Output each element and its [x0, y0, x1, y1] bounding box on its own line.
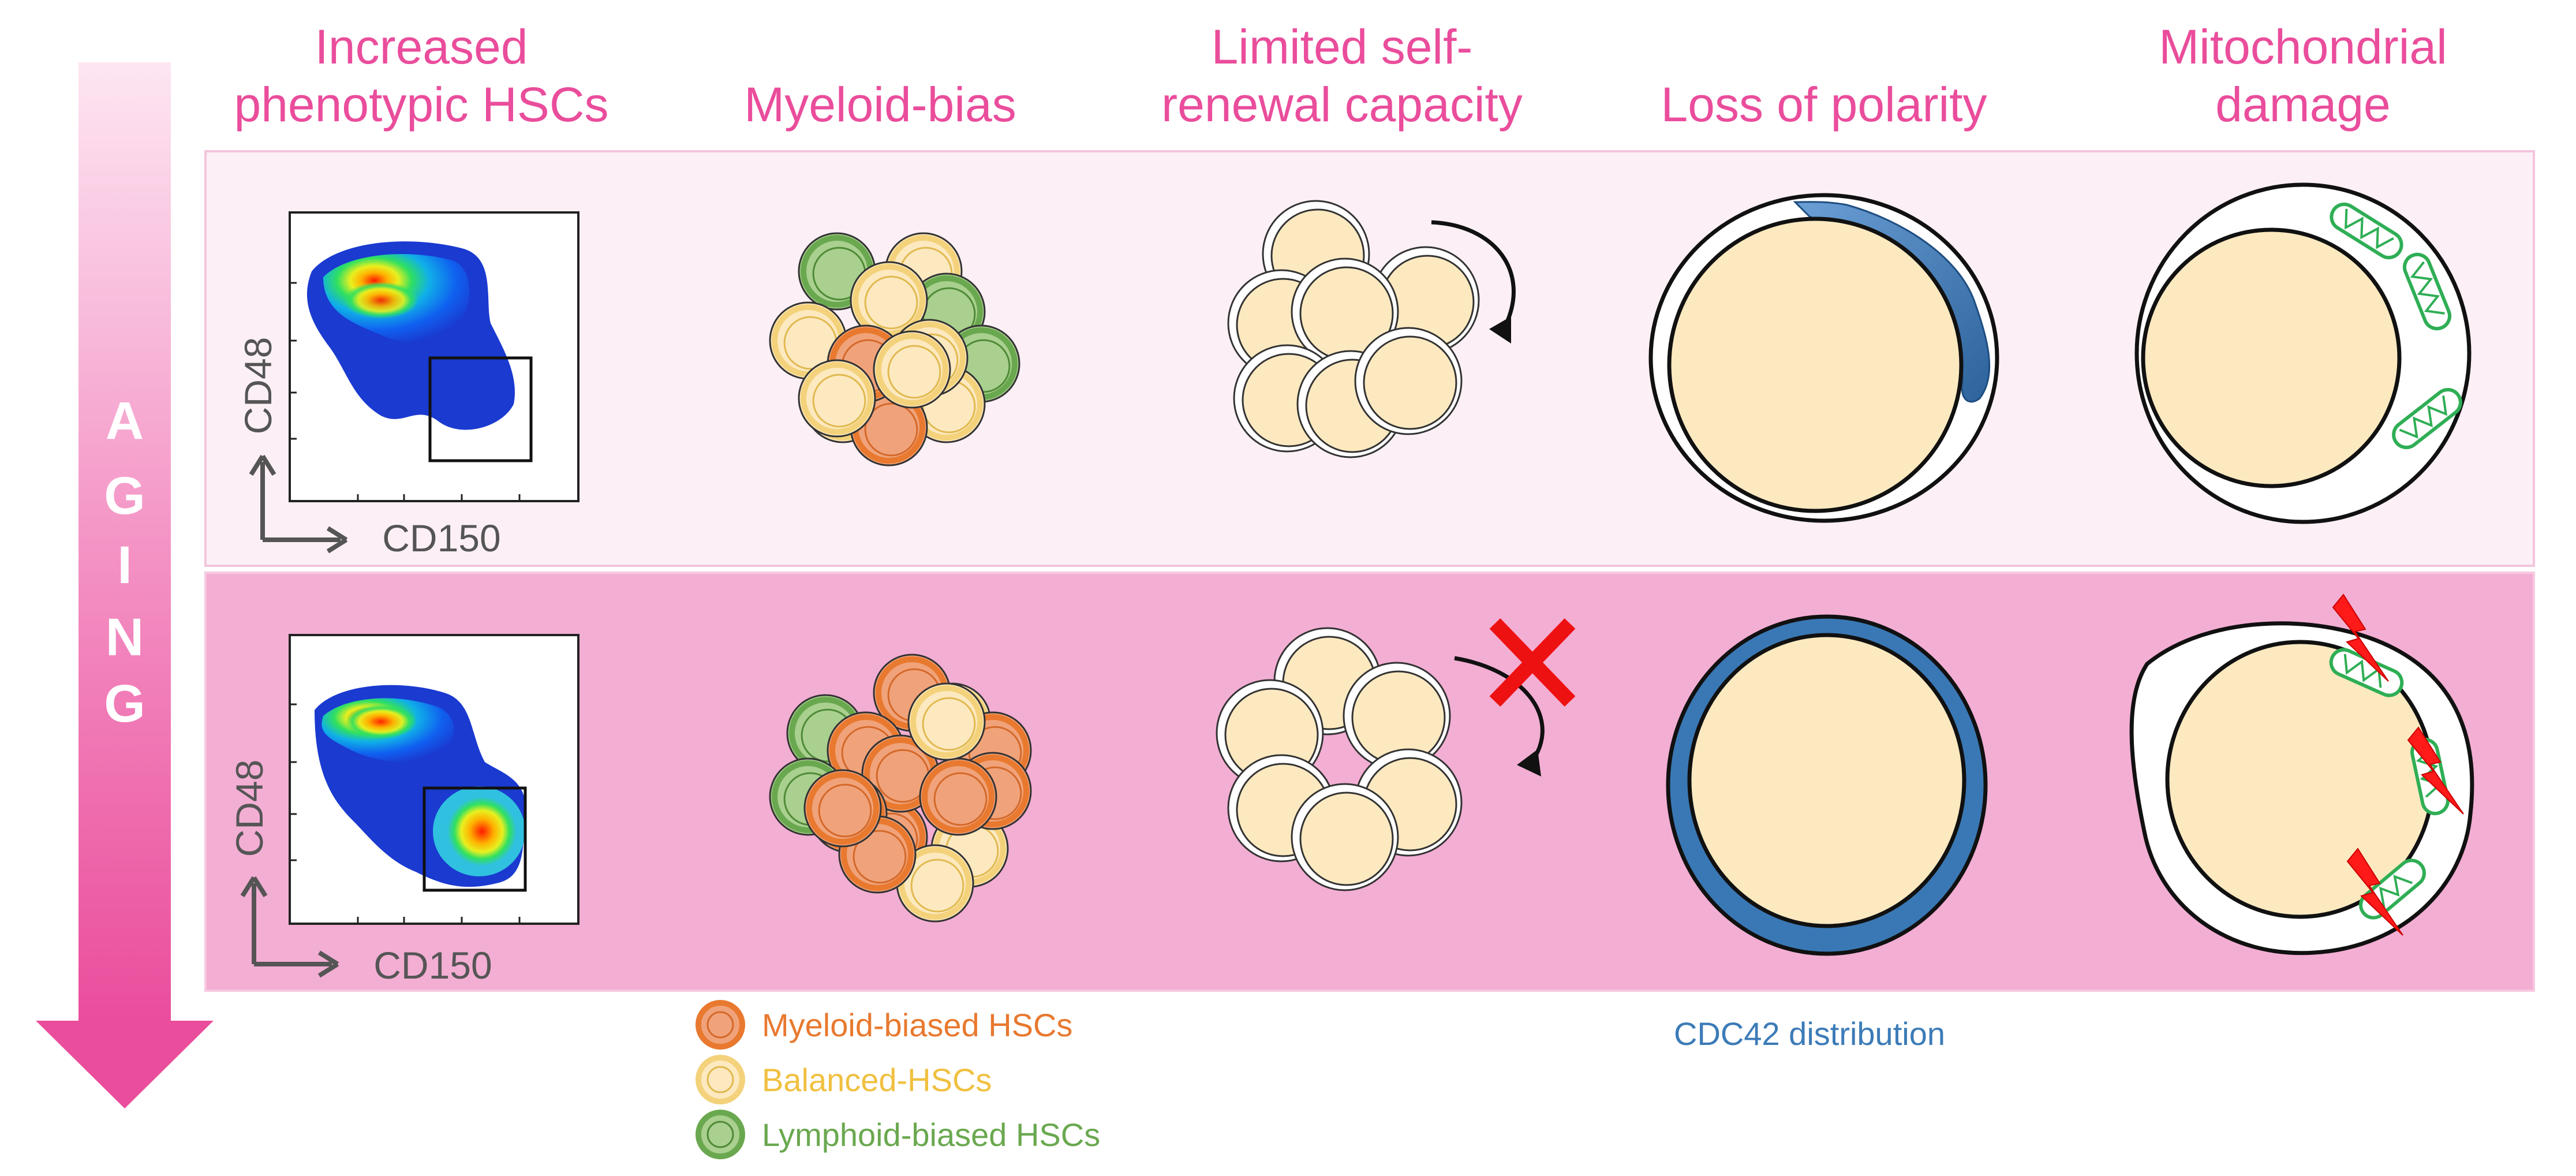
legend-lymphoid-label: Lymphoid-biased HSCs — [762, 1117, 1100, 1153]
polar-cell-young — [1648, 193, 1999, 523]
hsc-cell — [1291, 257, 1399, 366]
hsc-cell — [1371, 246, 1480, 354]
cdc42-label: CDC42 distribution — [1674, 1016, 1945, 1052]
legend: Myeloid-biased HSCs Balanced-HSCs Lympho… — [696, 1000, 1100, 1159]
legend-balanced: Balanced-HSCs — [696, 1055, 992, 1104]
hsc-cell — [907, 682, 986, 761]
hsc-cell — [896, 844, 974, 923]
aging-arrow — [36, 62, 214, 1108]
damage-bolt — [2407, 726, 2464, 815]
legend-balanced-label: Balanced-HSCs — [762, 1062, 992, 1098]
flow-plot-young: CD48 CD150 — [237, 211, 579, 559]
aging-letter: G — [104, 674, 145, 733]
mito-cell-aged — [2129, 621, 2474, 955]
header-myeloid-bias: Myeloid-bias — [744, 77, 1016, 132]
self-renewal-cells-aged — [1216, 627, 1463, 891]
header-increased-hscs-line1: Increased — [315, 20, 528, 74]
mitochondrion — [2330, 202, 2403, 260]
header-mitochondrial-line1: Mitochondrial — [2159, 20, 2447, 74]
legend-myeloid: Myeloid-biased HSCs — [696, 1000, 1072, 1050]
flow-ylabel-aged: CD48 — [228, 760, 271, 857]
legend-myeloid-label: Myeloid-biased HSCs — [762, 1007, 1072, 1043]
cycle-arrow-young — [1431, 220, 1516, 344]
hsc-cell — [1343, 662, 1451, 770]
flow-xlabel-aged: CD150 — [373, 944, 492, 987]
hsc-cell — [850, 261, 928, 339]
legend-lymphoid: Lymphoid-biased HSCs — [696, 1110, 1100, 1159]
aging-label: A G I N G — [104, 391, 145, 733]
damage-bolt — [2332, 593, 2389, 682]
hsc-cell — [769, 301, 847, 380]
cycle-arrow-aged — [1454, 656, 1545, 776]
mitochondrion — [2402, 252, 2452, 331]
hsc-cell — [803, 769, 882, 848]
polar-cell-aged — [1666, 614, 1988, 956]
header-loss-of-polarity: Loss of polarity — [1661, 77, 1987, 132]
aging-letter: N — [106, 608, 144, 667]
header-increased-hscs-line2: phenotypic HSCs — [234, 77, 609, 132]
hsc-cluster-young — [769, 232, 1020, 466]
mitochondria-young — [2330, 202, 2462, 450]
header-self-renewal-line1: Limited self- — [1212, 20, 1473, 74]
hsc-cell — [1354, 327, 1463, 435]
column-headers: Increased phenotypic HSCs Myeloid-bias L… — [234, 20, 2447, 132]
header-mitochondrial-line2: damage — [2215, 77, 2391, 132]
aging-letter: A — [106, 391, 144, 450]
flow-xlabel-young: CD150 — [382, 517, 500, 559]
flow-ylabel-young: CD48 — [237, 337, 279, 435]
hsc-cell — [873, 330, 951, 409]
aging-letter: G — [104, 466, 145, 525]
header-self-renewal-line2: renewal capacity — [1161, 77, 1523, 132]
aging-letter: I — [117, 536, 132, 595]
flow-plot-aged: CD48 CD150 — [228, 634, 579, 987]
hsc-cell — [919, 757, 997, 836]
hsc-cluster-aged — [769, 654, 1032, 923]
damage-bolts — [2332, 593, 2464, 936]
mito-cell-young — [2134, 182, 2472, 524]
mitochondrion — [2392, 387, 2462, 450]
hsc-cell — [1291, 783, 1399, 891]
self-renewal-cells-young — [1227, 200, 1480, 458]
hsc-cell — [798, 359, 876, 438]
damage-bolt — [2346, 848, 2403, 936]
blocked-x-mark — [1489, 618, 1576, 707]
